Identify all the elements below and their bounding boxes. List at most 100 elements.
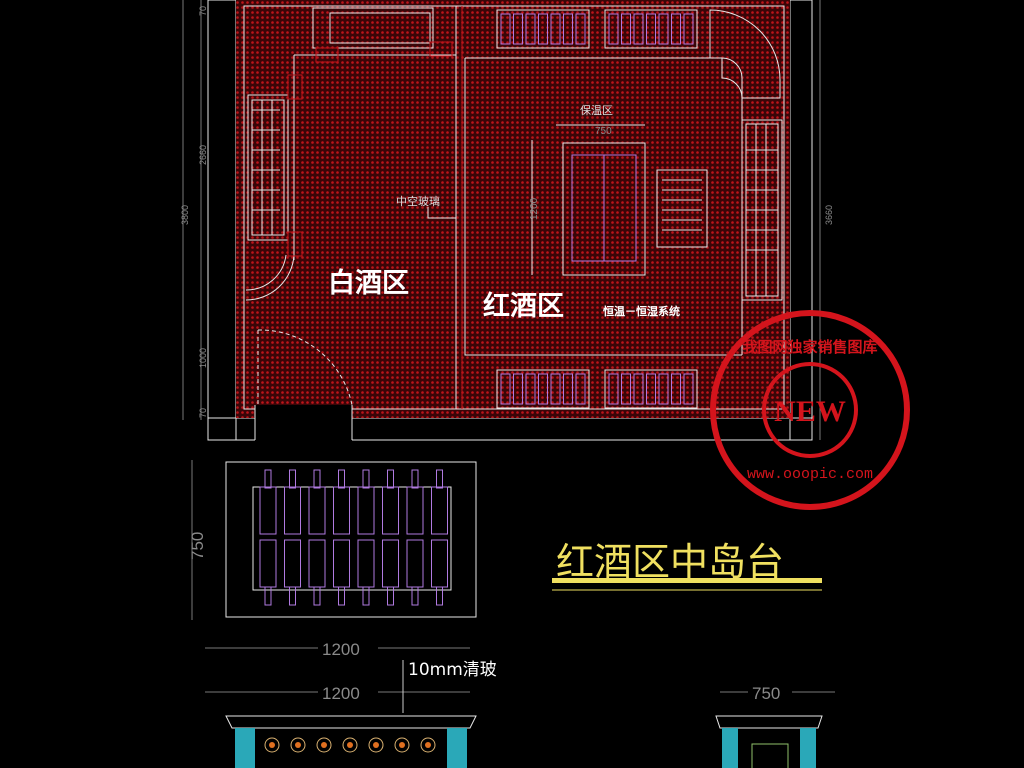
wine-racks (496, 9, 698, 409)
wine-bottle (382, 539, 399, 588)
bottle-slot (633, 373, 644, 405)
bottle-neck (436, 469, 443, 489)
detail-top-width-dim: 1200 (322, 640, 360, 659)
bottle-slot (633, 13, 644, 45)
wine-room-walls (464, 9, 783, 356)
rosette (394, 737, 410, 753)
climate-system-label: 恒温－恒湿系统 (603, 304, 680, 318)
dim-left-1: 2660 (198, 145, 208, 165)
bottle-slot (538, 373, 548, 405)
bottle-slot (563, 373, 573, 405)
bottle-neck (338, 586, 345, 606)
bottle-neck (313, 469, 321, 489)
bottle-slot (513, 373, 523, 405)
rosette (316, 737, 332, 753)
bottle-neck (411, 586, 419, 606)
bottle-neck (411, 469, 419, 489)
wine-rack (496, 9, 590, 49)
bottle-slot (575, 373, 586, 405)
detail-depth-dim: 750 (188, 532, 207, 560)
wine-rack (604, 9, 698, 49)
wine-bottle (259, 539, 277, 588)
rosette-center (295, 742, 301, 748)
bottle-neck (387, 469, 394, 489)
bottle-neck (362, 469, 370, 489)
detail-title: 红酒区中岛台 (556, 540, 784, 584)
bottle-neck (289, 586, 296, 606)
rosette (264, 737, 280, 753)
wine-bottle (308, 539, 326, 588)
detail-side-width-dim: 750 (752, 684, 780, 703)
glass-partition (427, 6, 463, 409)
hollow-glass-label: 中空玻璃 (396, 194, 440, 208)
bottle-slot (550, 13, 561, 45)
wine-bottle (284, 486, 301, 535)
bottle-slot (513, 13, 523, 45)
bottle-neck (387, 586, 394, 606)
bottle-neck (313, 586, 321, 606)
wine-bottle (357, 539, 375, 588)
wine-bottle (308, 486, 326, 535)
wine-zone-label: 红酒区 (483, 290, 564, 322)
bottle-slot (608, 373, 619, 405)
center-island (531, 124, 708, 276)
bottle-slot (683, 13, 694, 45)
outer-wall (207, 0, 813, 441)
bottle-slot (500, 373, 511, 405)
wine-bottle (431, 486, 448, 535)
dim-left-2: 3800 (180, 205, 190, 225)
right-dimension: 3660 (819, 0, 834, 440)
bottle-slot (538, 13, 548, 45)
wine-bottle (431, 539, 448, 588)
bottle-neck (264, 469, 272, 489)
rosette-center (425, 742, 431, 748)
bottle-neck (436, 586, 443, 606)
rosette-center (373, 742, 379, 748)
stamp-center-text: NEW (774, 395, 846, 428)
insulation-zone-label: 保温区 (580, 103, 613, 117)
rosette (368, 737, 384, 753)
rosette-center (321, 742, 327, 748)
bottle-slot (646, 373, 656, 405)
baijiu-cabinets (245, 7, 456, 301)
bottle-slot (500, 13, 511, 45)
island-length-dim: 1200 (529, 197, 540, 220)
bottle-slot (575, 13, 586, 45)
bottle-slot (563, 13, 573, 45)
wine-rack (496, 369, 590, 409)
bottle-slot (621, 13, 631, 45)
bottle-slot (683, 373, 694, 405)
bottle-slot (658, 13, 669, 45)
bottle-slot (525, 13, 536, 45)
rosette-center (269, 742, 275, 748)
dim-left-3: 1000 (198, 348, 208, 368)
rosette-center (399, 742, 405, 748)
bottle-neck (338, 469, 345, 489)
wine-bottle (284, 539, 301, 588)
left-dimensions: 70 2660 3800 1000 70 (180, 0, 208, 420)
dim-left-0: 70 (198, 6, 208, 16)
wine-bottle (382, 486, 399, 535)
island-side-elevation: 750 (715, 682, 835, 768)
rosette-center (347, 742, 353, 748)
bottle-slot (658, 373, 669, 405)
door (254, 329, 353, 441)
stamp-url-text: www.ooopic.com (747, 466, 873, 483)
baijiu-zone-label: 白酒区 (328, 267, 409, 299)
island-width-dim: 750 (595, 126, 612, 137)
rosette (342, 737, 358, 753)
wine-bottle (406, 486, 424, 535)
wine-bottle (333, 539, 350, 588)
bottle-neck (264, 586, 272, 606)
bottle-neck (289, 469, 296, 489)
wine-bottle (406, 539, 424, 588)
watermark-stamp: 我图网独家销售图库 NEW www.ooopic.com (710, 310, 910, 510)
wine-rack (604, 369, 698, 409)
wine-bottle (357, 486, 375, 535)
wine-bottle (333, 486, 350, 535)
bottle-slot (621, 373, 631, 405)
bottle-slot (646, 13, 656, 45)
dim-right: 3660 (824, 205, 834, 225)
detail-front-width-dim: 1200 (322, 684, 360, 703)
